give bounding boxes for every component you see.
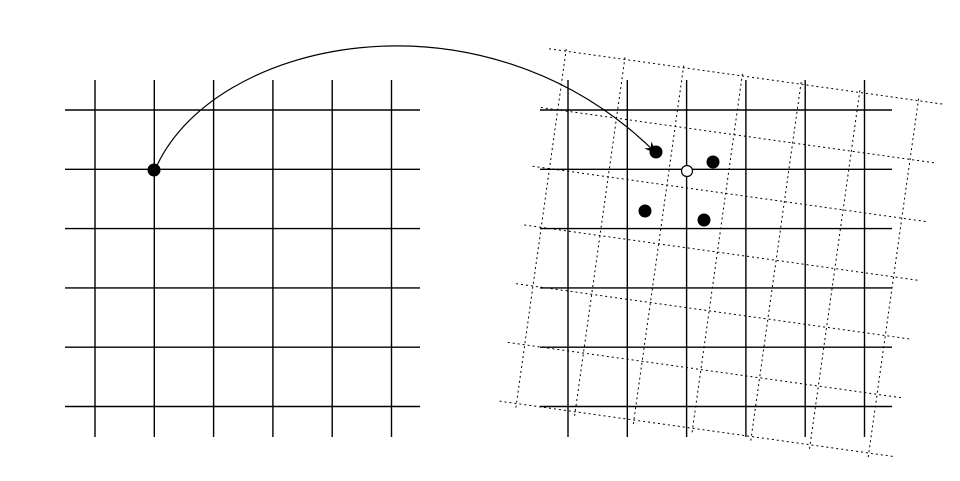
neighbor-bottom-right	[697, 213, 711, 227]
overlay-hline	[507, 341, 904, 399]
overlay-vline	[514, 49, 567, 411]
overlay-hline	[532, 165, 929, 223]
left-grid	[65, 80, 420, 437]
mapped-point	[649, 145, 663, 159]
points-layer	[147, 145, 720, 227]
overlay-hline	[524, 224, 921, 282]
neighbor-top-right	[706, 155, 720, 169]
right-grid-dotted-overlay	[499, 48, 946, 461]
neighbor-bottom-left	[638, 204, 652, 218]
overlay-vline	[632, 65, 685, 428]
overlay-hline	[515, 283, 913, 340]
mapping-arrow	[154, 45, 657, 171]
overlay-vline	[691, 73, 743, 436]
overlay-vline	[808, 90, 861, 452]
interpolated-location	[680, 164, 694, 178]
overlay-vline	[573, 57, 626, 419]
overlay-hline	[499, 400, 896, 458]
overlay-hline	[540, 107, 937, 164]
overlay-hline	[548, 48, 946, 105]
source-point	[147, 163, 161, 177]
overlay-vline	[749, 82, 802, 444]
overlay-vline	[867, 98, 920, 461]
right-grid	[540, 80, 892, 437]
